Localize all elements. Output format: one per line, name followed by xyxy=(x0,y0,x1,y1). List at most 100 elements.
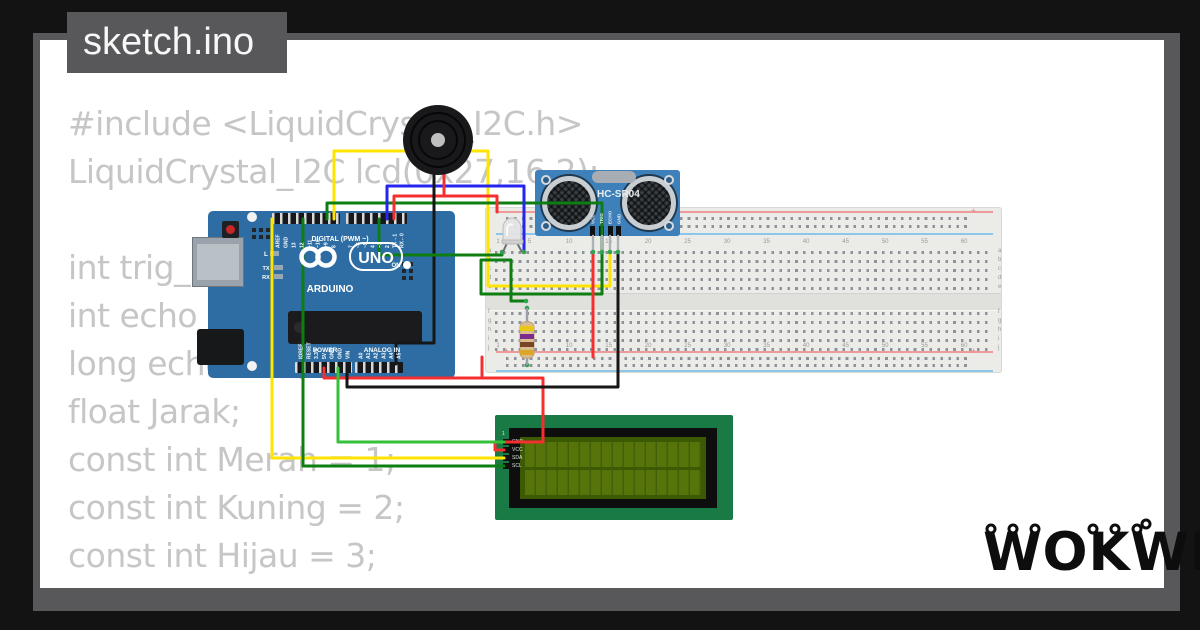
column-number: 20 xyxy=(644,343,652,349)
led-rx xyxy=(274,274,283,279)
row-letter: g xyxy=(998,318,1002,324)
row-letter: d xyxy=(488,275,492,281)
column-number: 40 xyxy=(802,239,810,245)
rail-holes xyxy=(506,225,971,228)
lcd-screen xyxy=(520,437,706,499)
row-letter: i xyxy=(488,336,490,342)
lcd-char-row xyxy=(525,470,701,495)
screw-hole xyxy=(541,221,551,231)
breadboard-holes xyxy=(495,312,989,315)
lcd-pin-sda xyxy=(503,455,510,461)
analog-header xyxy=(355,362,403,373)
code-line: const int Kuning = 2; xyxy=(68,488,405,527)
rail-line-blue-bottom xyxy=(496,370,993,372)
column-number: 55 xyxy=(921,343,928,349)
column-number: 35 xyxy=(763,343,770,349)
breadboard-holes xyxy=(495,339,989,342)
code-line: float Jarak; xyxy=(68,392,241,431)
sensor-pin xyxy=(590,226,595,236)
breadboard-channel xyxy=(486,293,1001,311)
screw-hole xyxy=(664,175,674,185)
icsp-header-side xyxy=(402,262,413,280)
row-letter: c xyxy=(998,266,1001,272)
breadboard-holes xyxy=(495,321,989,324)
digital-header-left xyxy=(272,213,340,224)
reset-button-cap xyxy=(226,225,235,234)
lcd-char-row xyxy=(525,442,701,467)
digital-header-right xyxy=(346,213,407,224)
row-letter: i xyxy=(998,336,1000,342)
plus-mark: + xyxy=(971,206,976,215)
usb-port xyxy=(192,237,244,287)
ultrasonic-receiver xyxy=(622,176,676,230)
row-letter: e xyxy=(488,284,492,290)
led-tx xyxy=(274,265,283,270)
sensor-pin xyxy=(599,226,604,236)
code-line: #include <LiquidCrystal_I2C.h> xyxy=(68,104,583,143)
rail-holes xyxy=(506,357,971,360)
column-number: 50 xyxy=(881,343,889,349)
oscillator xyxy=(592,171,636,183)
breadboard-holes xyxy=(495,251,989,254)
arduino-uno-board[interactable] xyxy=(192,211,455,378)
code-line: const int Merah = 1; xyxy=(68,440,396,479)
column-number: 60 xyxy=(960,343,968,349)
row-letter: g xyxy=(488,318,492,324)
row-letter: j xyxy=(998,345,1000,351)
column-number: 50 xyxy=(881,239,889,245)
sketch-filename-badge: sketch.ino xyxy=(67,12,287,73)
rail-line-red-bottom xyxy=(496,351,993,353)
column-number: 10 xyxy=(565,343,573,349)
column-number: 10 xyxy=(565,239,573,245)
lcd-pin-gnd xyxy=(503,439,510,445)
lcd-pin-label: VCC xyxy=(512,447,523,453)
hc-sr04-sensor[interactable]: HC-SR04 xyxy=(535,170,680,236)
column-number: 1 xyxy=(496,343,500,349)
screw-hole xyxy=(541,175,551,185)
rail-holes xyxy=(506,217,971,220)
row-letter: c xyxy=(488,266,491,272)
column-number: 35 xyxy=(763,239,770,245)
breadboard-holes xyxy=(495,348,989,351)
rail-holes xyxy=(506,364,971,367)
row-letter: e xyxy=(998,284,1002,290)
breadboard-holes xyxy=(495,330,989,333)
column-number: 15 xyxy=(605,239,612,245)
row-letter: d xyxy=(998,275,1002,281)
led-l xyxy=(270,251,279,256)
reset-button[interactable] xyxy=(222,221,239,238)
column-number: 1 xyxy=(496,239,500,245)
code-line: const int Sumber_Bunyi = 0; xyxy=(68,584,528,588)
row-letter: h xyxy=(998,327,1002,333)
row-letter: a xyxy=(998,248,1002,254)
column-number: 55 xyxy=(921,239,928,245)
breadboard-holes xyxy=(495,287,989,290)
ultrasonic-transmitter xyxy=(542,176,596,230)
code-line: LiquidCrystal_I2C lcd(0x27,16,2); xyxy=(68,152,600,191)
column-number: 15 xyxy=(605,343,612,349)
breadboard-holes xyxy=(495,269,989,272)
code-line: const int Hijau = 3; xyxy=(68,536,377,575)
column-number: 45 xyxy=(842,343,849,349)
row-letter: j xyxy=(488,345,490,351)
row-letter: a xyxy=(488,248,492,254)
sensor-pin xyxy=(608,226,613,236)
lcd-pin-label: SCL xyxy=(512,463,522,469)
sensor-label: HC-SR04 xyxy=(597,189,640,200)
row-letter: b xyxy=(488,257,492,263)
sensor-pin xyxy=(616,226,621,236)
column-number: 30 xyxy=(723,239,731,245)
atmega328-chip xyxy=(288,311,422,344)
row-letter: h xyxy=(488,327,492,333)
lcd-pin-label: SDA xyxy=(512,455,523,461)
breadboard-holes xyxy=(495,260,989,263)
power-jack xyxy=(197,329,244,365)
rail-line-blue-top xyxy=(496,233,993,235)
rail-line-red-top xyxy=(496,211,993,213)
lcd-pin-vcc xyxy=(503,447,510,453)
row-letter: f xyxy=(998,309,1000,315)
column-number: 25 xyxy=(684,239,691,245)
mounting-hole xyxy=(247,361,257,371)
row-letter: f xyxy=(488,309,490,315)
